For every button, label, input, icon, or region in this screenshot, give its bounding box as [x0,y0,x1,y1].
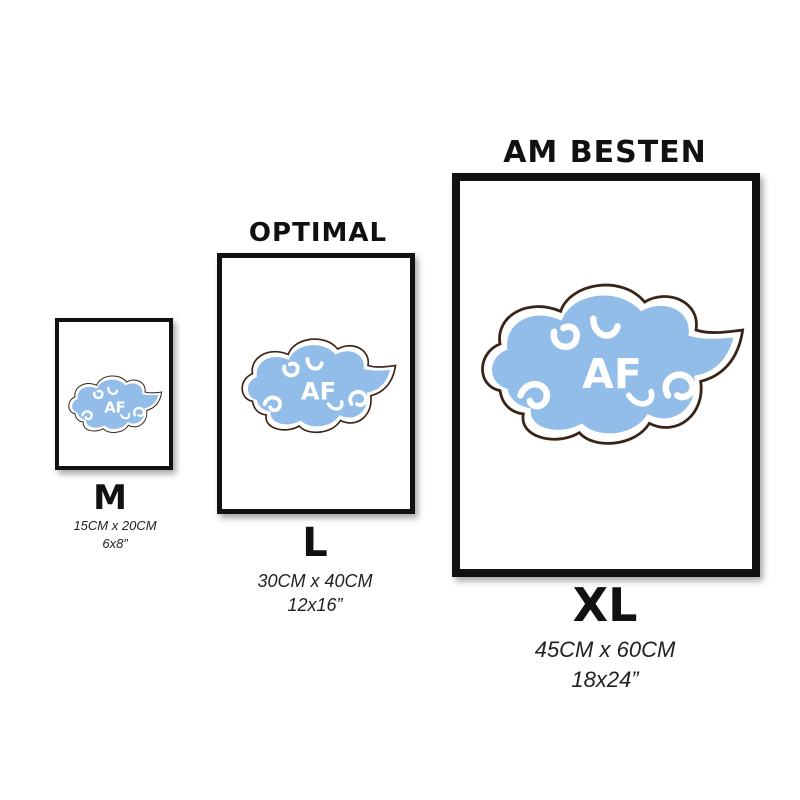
size-imperial-m: 6x8” [102,536,128,551]
logo-text: AF [301,378,336,406]
poster-frame-xl: AF [452,173,760,577]
size-metric-m: 15CM x 20CM [73,518,157,533]
poster-frame-l: AF [217,253,415,514]
cloud-logo-icon: AF [472,263,752,453]
size-imperial-l: 12x16” [287,595,343,615]
logo-text: AF [582,350,642,398]
size-imperial-xl: 18x24” [571,667,639,692]
size-letter-xl: XL [572,578,638,632]
poster-frame-m: AF [55,318,173,470]
logo-text: AF [104,400,125,417]
size-letter-l: L [302,520,328,566]
size-metric-l: 30CM x 40CM [257,571,373,591]
heading-optimal: OPTIMAL [248,218,388,248]
size-metric-xl: 45CM x 60CM [534,637,676,662]
cloud-logo-icon: AF [236,326,401,438]
size-letter-m: M [93,478,127,518]
heading-am-besten: AM BESTEN [503,135,707,170]
cloud-logo-icon: AF [65,368,165,436]
